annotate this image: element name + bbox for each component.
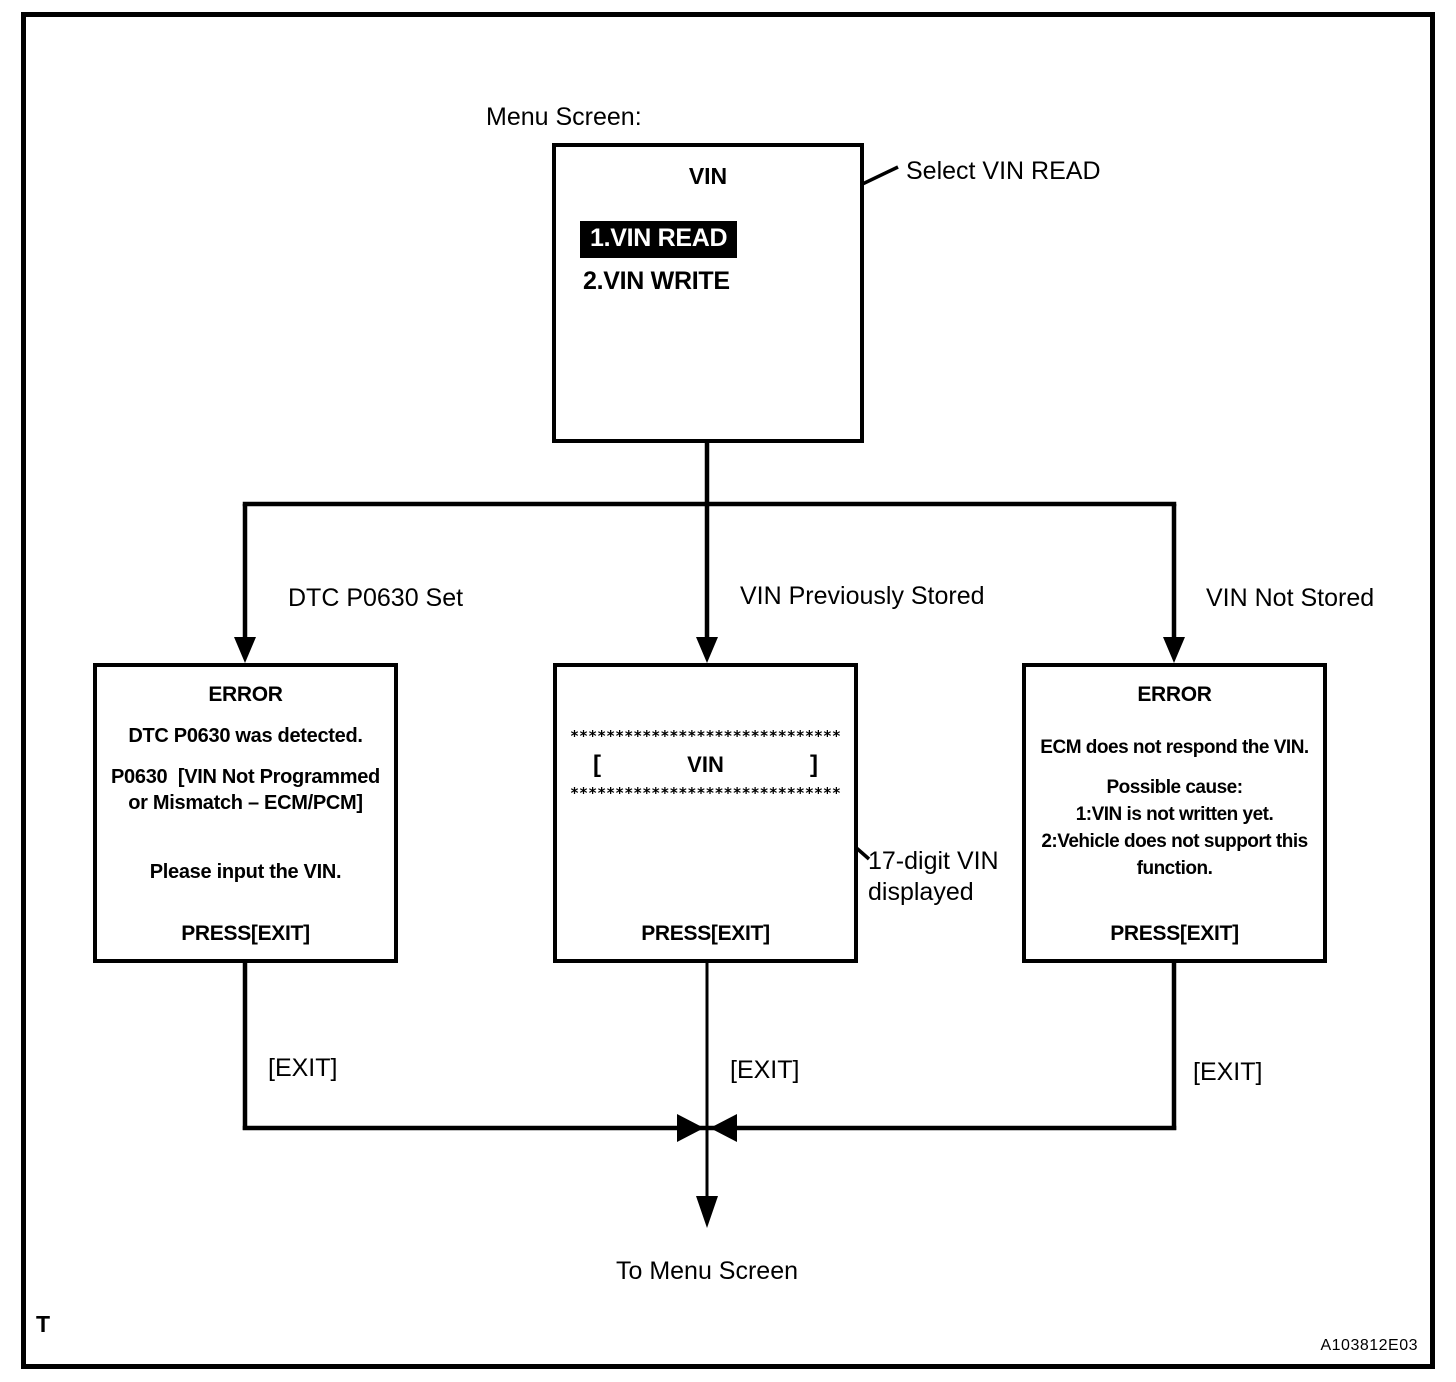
vin-display-screen: ****************************** [ VIN ] *…	[553, 663, 858, 963]
dtc-error-screen: ERROR DTC P0630 was detected. P0630 [VIN…	[93, 663, 398, 963]
select-vin-read-callout: Select VIN READ	[906, 157, 1101, 185]
exit-label-left: [EXIT]	[268, 1054, 338, 1082]
vin-digits-callout-line-2: displayed	[868, 878, 974, 906]
dtc-error-line-4: Please input the VIN.	[149, 861, 342, 883]
menu-screen-box: VIN 1.VIN READ 2.VIN WRITE	[552, 143, 864, 443]
branch-label-dtc-set: DTC P0630 Set	[288, 584, 464, 612]
ecm-error-line-2: Possible cause:	[1106, 777, 1243, 798]
page-marker: T	[36, 1311, 51, 1337]
vin-display-stars-top: ******************************	[570, 727, 841, 745]
dtc-error-line-2: P0630 [VIN Not Programmed	[111, 766, 380, 788]
arrowhead-center-branch	[696, 637, 718, 663]
branch-label-vin-not-stored: VIN Not Stored	[1206, 584, 1375, 612]
dtc-error-line-1: DTC P0630 was detected.	[128, 725, 363, 747]
vin-bracket-close: ]	[810, 751, 818, 778]
vin-bracket-open: [	[593, 751, 601, 778]
figure-code: A103812E03	[1320, 1337, 1418, 1354]
menu-item-vin-read[interactable]: 1.VIN READ	[580, 221, 738, 258]
vin-digits-callout-line-1: 17-digit VIN	[868, 847, 999, 875]
menu-screen-title: VIN	[688, 163, 728, 189]
arrowhead-merge-from-left	[677, 1114, 704, 1142]
ecm-error-line-1: ECM does not respond the VIN.	[1040, 737, 1309, 758]
arrowhead-to-menu	[696, 1196, 718, 1228]
ecm-error-line-3: 1:VIN is not written yet.	[1075, 804, 1274, 825]
ecm-error-screen: ERROR ECM does not respond the VIN. Poss…	[1022, 663, 1327, 963]
menu-screen-caption: Menu Screen:	[486, 103, 642, 131]
arrowhead-right-branch	[1163, 637, 1185, 663]
exit-label-center: [EXIT]	[730, 1056, 800, 1084]
ecm-error-title: ERROR	[1137, 683, 1212, 706]
vin-display-stars-bottom: ******************************	[570, 784, 841, 802]
vin-display-value-row: [ VIN ]	[557, 751, 854, 779]
menu-item-vin-write[interactable]: 2.VIN WRITE	[583, 267, 730, 295]
ecm-error-footer: PRESS[EXIT]	[1110, 922, 1239, 945]
to-menu-screen-label: To Menu Screen	[615, 1257, 799, 1285]
ecm-error-line-5: function.	[1136, 858, 1213, 879]
dtc-error-footer: PRESS[EXIT]	[181, 922, 310, 945]
dtc-error-line-3: or Mismatch – ECM/PCM]	[128, 792, 363, 814]
page-border	[21, 12, 1435, 1369]
vin-display-footer: PRESS[EXIT]	[641, 922, 770, 945]
dtc-error-title: ERROR	[208, 683, 283, 706]
vin-digits-callout: 17-digit VIN displayed	[868, 846, 999, 908]
arrowhead-left-branch	[234, 637, 256, 663]
branch-label-vin-previously-stored: VIN Previously Stored	[740, 582, 985, 610]
arrowhead-merge-from-right	[710, 1114, 737, 1142]
ecm-error-line-4: 2:Vehicle does not support this	[1041, 831, 1308, 852]
vin-label: VIN	[687, 752, 724, 777]
exit-label-right: [EXIT]	[1193, 1058, 1263, 1086]
